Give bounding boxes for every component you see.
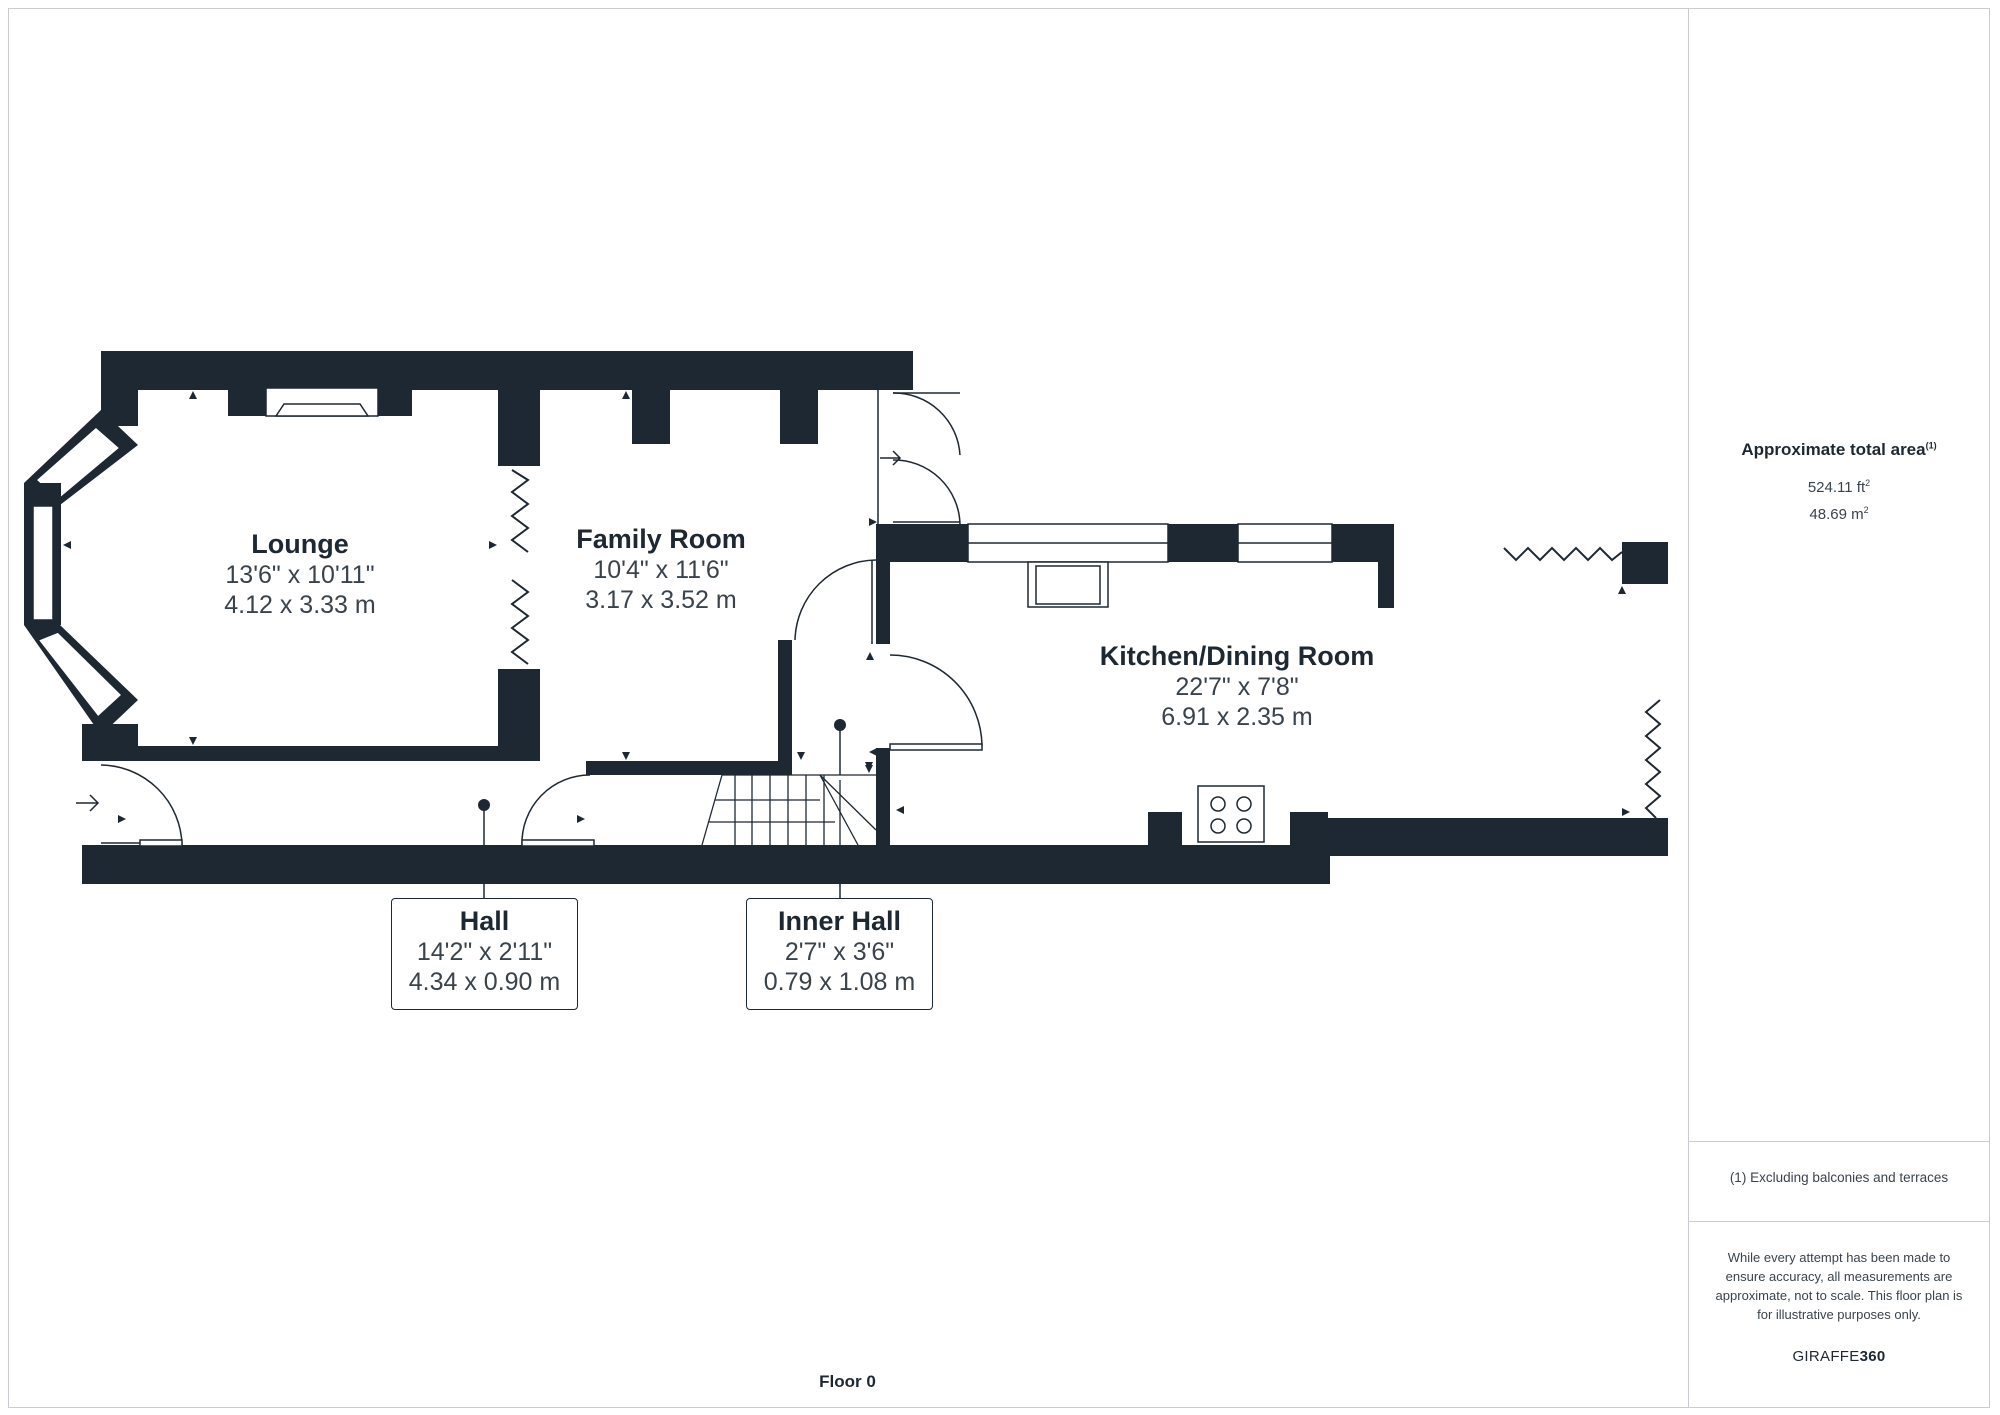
wall <box>876 748 890 848</box>
bifold-doors <box>510 469 1662 819</box>
room-label-family: Family Room 10'4" x 11'6" 3.17 x 3.52 m <box>561 523 761 615</box>
wall <box>82 845 1330 884</box>
door-swing <box>892 459 961 525</box>
wall <box>1148 812 1182 848</box>
room-dim-metric: 0.79 x 1.08 m <box>763 968 916 996</box>
room-dim-metric: 4.34 x 0.90 m <box>408 968 561 996</box>
sidebar-rule <box>1689 1141 1989 1142</box>
room-dim-metric: 3.17 x 3.52 m <box>585 586 737 614</box>
wall <box>1290 818 1668 856</box>
brand-suffix: 360 <box>1859 1348 1886 1365</box>
drawing-sheet <box>8 8 1990 1408</box>
total-area-ft: 524.11 ft2 <box>1689 478 1989 496</box>
sidebar-divider <box>1688 8 1689 1408</box>
room-dim-imperial: 22'7" x 7'8" <box>1175 673 1299 701</box>
room-name: Lounge <box>251 529 349 559</box>
bay-window <box>24 410 138 735</box>
room-label-hall: Hall 14'2" x 2'11" 4.34 x 0.90 m <box>391 898 578 1010</box>
walls <box>82 351 1668 884</box>
wall <box>101 351 138 426</box>
callout-dots <box>478 719 846 811</box>
wall <box>1168 524 1238 562</box>
room-dim-imperial: 14'2" x 2'11" <box>416 938 553 966</box>
disclaimer: While every attempt has been made to ens… <box>1715 1250 1963 1322</box>
total-area-m: 48.69 m2 <box>1689 505 1989 523</box>
total-area-title: Approximate total area(1) <box>1689 440 1989 460</box>
room-name: Inner Hall <box>777 906 902 936</box>
wall <box>586 761 778 775</box>
wall <box>632 388 670 444</box>
wall <box>1378 524 1394 608</box>
front-door-swing <box>100 764 183 846</box>
room-label-inner-hall: Inner Hall 2'7" x 3'6" 0.79 x 1.08 m <box>746 898 933 1010</box>
door-swing <box>521 774 591 846</box>
room-dim-metric: 4.12 x 3.33 m <box>224 591 376 619</box>
entrance-arrow <box>76 450 902 812</box>
room-label-kitchen: Kitchen/Dining Room 22'7" x 7'8" 6.91 x … <box>1087 640 1387 732</box>
door-swing <box>892 392 961 456</box>
wall <box>498 388 540 466</box>
wall <box>780 388 818 444</box>
total-area-m-text: 48.69 m <box>1809 506 1864 523</box>
door-swing <box>889 654 983 747</box>
windows <box>967 523 1333 563</box>
markers <box>63 391 1630 823</box>
room-name: Family Room <box>576 524 746 554</box>
room-label-lounge: Lounge 13'6" x 10'11" 4.12 x 3.33 m <box>200 528 400 620</box>
room-dim-imperial: 2'7" x 3'6" <box>784 938 895 966</box>
doors <box>100 390 983 847</box>
callout-leaders <box>483 725 841 898</box>
wall <box>101 351 913 390</box>
brand-logo: GIRAFFE360 <box>1689 1348 1989 1365</box>
sink-bowl <box>1035 565 1101 605</box>
total-area-title-sup: (1) <box>1925 440 1937 451</box>
wall <box>136 746 540 761</box>
room-name: Kitchen/Dining Room <box>1099 641 1375 671</box>
fireplace <box>265 387 379 417</box>
wall <box>1622 542 1668 584</box>
door-swing <box>794 559 877 641</box>
total-area-ft-sup: 2 <box>1865 478 1871 488</box>
total-area-ft-text: 524.11 ft <box>1807 479 1866 496</box>
wall <box>228 388 266 416</box>
room-dim-imperial: 13'6" x 10'11" <box>225 561 375 589</box>
total-area-title-text: Approximate total area <box>1741 440 1926 459</box>
room-name: Hall <box>459 906 510 936</box>
wall <box>82 724 138 761</box>
footnote: (1) Excluding balconies and terraces <box>1729 1170 1949 1185</box>
sidebar-rule <box>1689 1221 1989 1222</box>
kitchen-fixtures <box>1027 561 1265 843</box>
floor-label: Floor 0 <box>819 1372 876 1391</box>
hob-icon <box>1197 785 1265 843</box>
total-area-m-sup: 2 <box>1863 505 1869 515</box>
wall <box>498 669 540 761</box>
wall <box>378 388 412 416</box>
brand-prefix: GIRAFFE <box>1792 1348 1860 1365</box>
wall <box>876 524 968 562</box>
wall <box>1290 812 1328 848</box>
stairs <box>701 774 877 846</box>
room-dim-imperial: 10'4" x 11'6" <box>593 556 729 584</box>
wall <box>778 640 792 775</box>
room-dim-metric: 6.91 x 2.35 m <box>1161 703 1313 731</box>
